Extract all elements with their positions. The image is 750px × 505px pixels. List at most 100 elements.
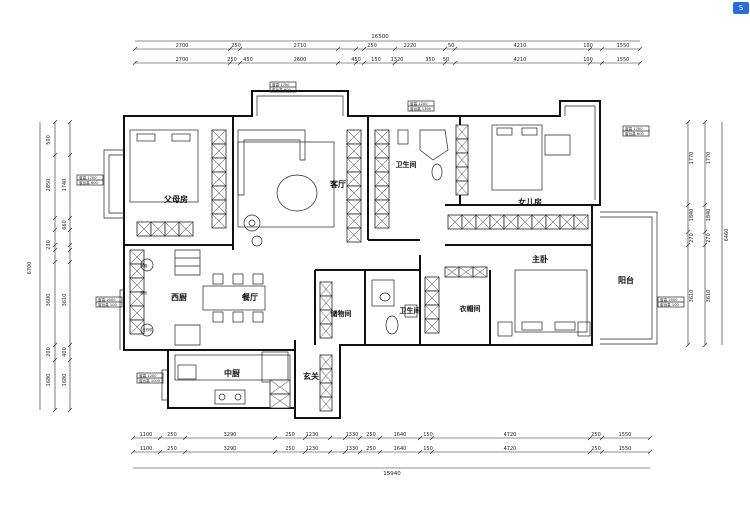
left-dim-4: 3600: [46, 294, 52, 307]
dimension-tick: [392, 60, 398, 66]
bed-master: [514, 269, 588, 333]
wardrobe-parents-mark: [211, 171, 227, 187]
wardrobe-parents-mark: [211, 185, 227, 201]
armchair: [243, 214, 261, 232]
dimension-tick: [227, 60, 233, 66]
dimension-tick: [637, 60, 643, 66]
dimension-tick: [52, 357, 58, 363]
room-label-dining: 餐厅: [241, 292, 258, 302]
dimension-tick: [357, 435, 363, 441]
dimension-tick: [353, 46, 359, 52]
right-total-dimension: 6460: [724, 229, 730, 242]
tv-cabinet-mark: [346, 213, 362, 229]
bottom-dim-1: 1100: [140, 432, 153, 438]
wardrobe-parents-mark: [211, 143, 227, 159]
bottom2-dim-5: 1230: [306, 446, 319, 452]
top2-dim-9: 50: [443, 57, 449, 63]
kitchen-sink: [177, 364, 197, 380]
top-dim-4: 250: [367, 43, 377, 49]
top-total-dimension: 16500: [371, 34, 389, 40]
west-kitchen-cabinet-mark: [129, 291, 145, 307]
bottom-dimensions: 1100 250 3290 250 1230 1330 250 1640 150…: [130, 432, 653, 477]
bath1-cabinet-mark: [374, 213, 390, 229]
west-kitchen-cabinet-mark: [129, 319, 145, 335]
dimension-tick: [182, 449, 188, 455]
tv-cabinet-mark: [346, 185, 362, 201]
dimension-tick: [237, 60, 243, 66]
dimension-tick: [685, 119, 691, 125]
window-tag-5-l2: 窗台高 100: [98, 302, 117, 307]
wardrobe-daughter-mark: [489, 214, 505, 230]
storage-shelf-mark: [319, 281, 333, 297]
right-dimensions: 1770 1840 270 3610 1770 1840 270 3610 64…: [685, 119, 730, 348]
storage-shelf-mark: [319, 309, 333, 325]
dimension-tick: [67, 357, 73, 363]
dimension-tick: [377, 435, 383, 441]
dimension-tick: [52, 407, 58, 413]
right-dim-4: 3610: [689, 290, 695, 303]
dining-chair: [232, 311, 244, 323]
dimension-tick: [67, 227, 73, 233]
dimension-tick: [647, 435, 653, 441]
kitchen-counter: [174, 354, 291, 381]
left2-dim-1: 1740: [62, 179, 68, 192]
dimension-tick: [685, 342, 691, 348]
right2-dim-4: 3610: [706, 290, 712, 303]
dimension-tick: [357, 449, 363, 455]
dimension-tick: [130, 435, 136, 441]
bottom2-dim-4: 250: [285, 446, 295, 452]
dimension-tick: [392, 46, 398, 52]
dimension-tick: [442, 46, 448, 52]
dimension-tick: [67, 152, 73, 158]
dining-chair: [212, 273, 224, 285]
wardrobe-daughter-mark: [461, 214, 477, 230]
window-tags: 窗高 1700 窗台高 600 窗高 1700 窗台高 600 窗高 1200 …: [76, 81, 685, 384]
room-label-bath1: 卫生间: [396, 160, 417, 169]
dimension-tick: [52, 259, 58, 265]
bath1-cabinet-mark: [374, 185, 390, 201]
dimension-tick: [272, 449, 278, 455]
wash-label: 洗衣机: [142, 327, 153, 332]
room-label-balcony: 阳台: [618, 275, 634, 285]
dimension-tick: [361, 60, 367, 66]
sofa: [237, 129, 306, 196]
cooktop: [214, 389, 246, 405]
tv-cabinet-mark: [346, 143, 362, 159]
top2-dim-2: 250: [227, 57, 237, 63]
top2-dim-3: 450: [243, 57, 253, 63]
bottom-dim-3: 3290: [224, 432, 237, 438]
right-dim-1: 1770: [689, 152, 695, 165]
closet-cabinet-top-mark: [444, 266, 460, 278]
bath1-cabinet-2-mark: [455, 180, 469, 196]
room-label-bath2: 卫生间: [400, 306, 421, 315]
right2-dim-3: 270: [706, 233, 712, 243]
top-dim-8: 100: [583, 43, 593, 49]
dimension-tick: [429, 435, 435, 441]
top-dim-6: 50: [448, 43, 454, 49]
furniture: [129, 124, 591, 412]
dimension-tick: [429, 449, 435, 455]
tv-cabinet-mark: [346, 129, 362, 145]
dimension-tick: [599, 60, 605, 66]
left2-dim-5: 1680: [62, 374, 68, 387]
bath1-cabinet-mark: [374, 129, 390, 145]
cabinet-parents-low-mark: [164, 221, 180, 237]
wardrobe-parents-mark: [211, 199, 227, 215]
dimension-tick: [157, 435, 163, 441]
dining-chair: [212, 311, 224, 323]
dimension-tick: [132, 46, 138, 52]
room-label-master: 主卧: [532, 254, 548, 264]
window-tag-6-l1: 窗高 2000: [660, 297, 678, 302]
dimension-tick: [702, 202, 708, 208]
bottom-total-dimension: 15940: [383, 471, 401, 477]
dimension-tick: [67, 342, 73, 348]
closet-cabinet-mark: [424, 304, 440, 320]
dimension-tick: [52, 119, 58, 125]
wardrobe-daughter-mark: [531, 214, 547, 230]
bottom2-dim-12: 1550: [619, 446, 632, 452]
wardrobe-daughter-mark: [475, 214, 491, 230]
cabinet-label: 酒柜: [140, 290, 148, 295]
dimension-tick: [587, 435, 593, 441]
west-kitchen-cabinet-mark: [129, 277, 145, 293]
